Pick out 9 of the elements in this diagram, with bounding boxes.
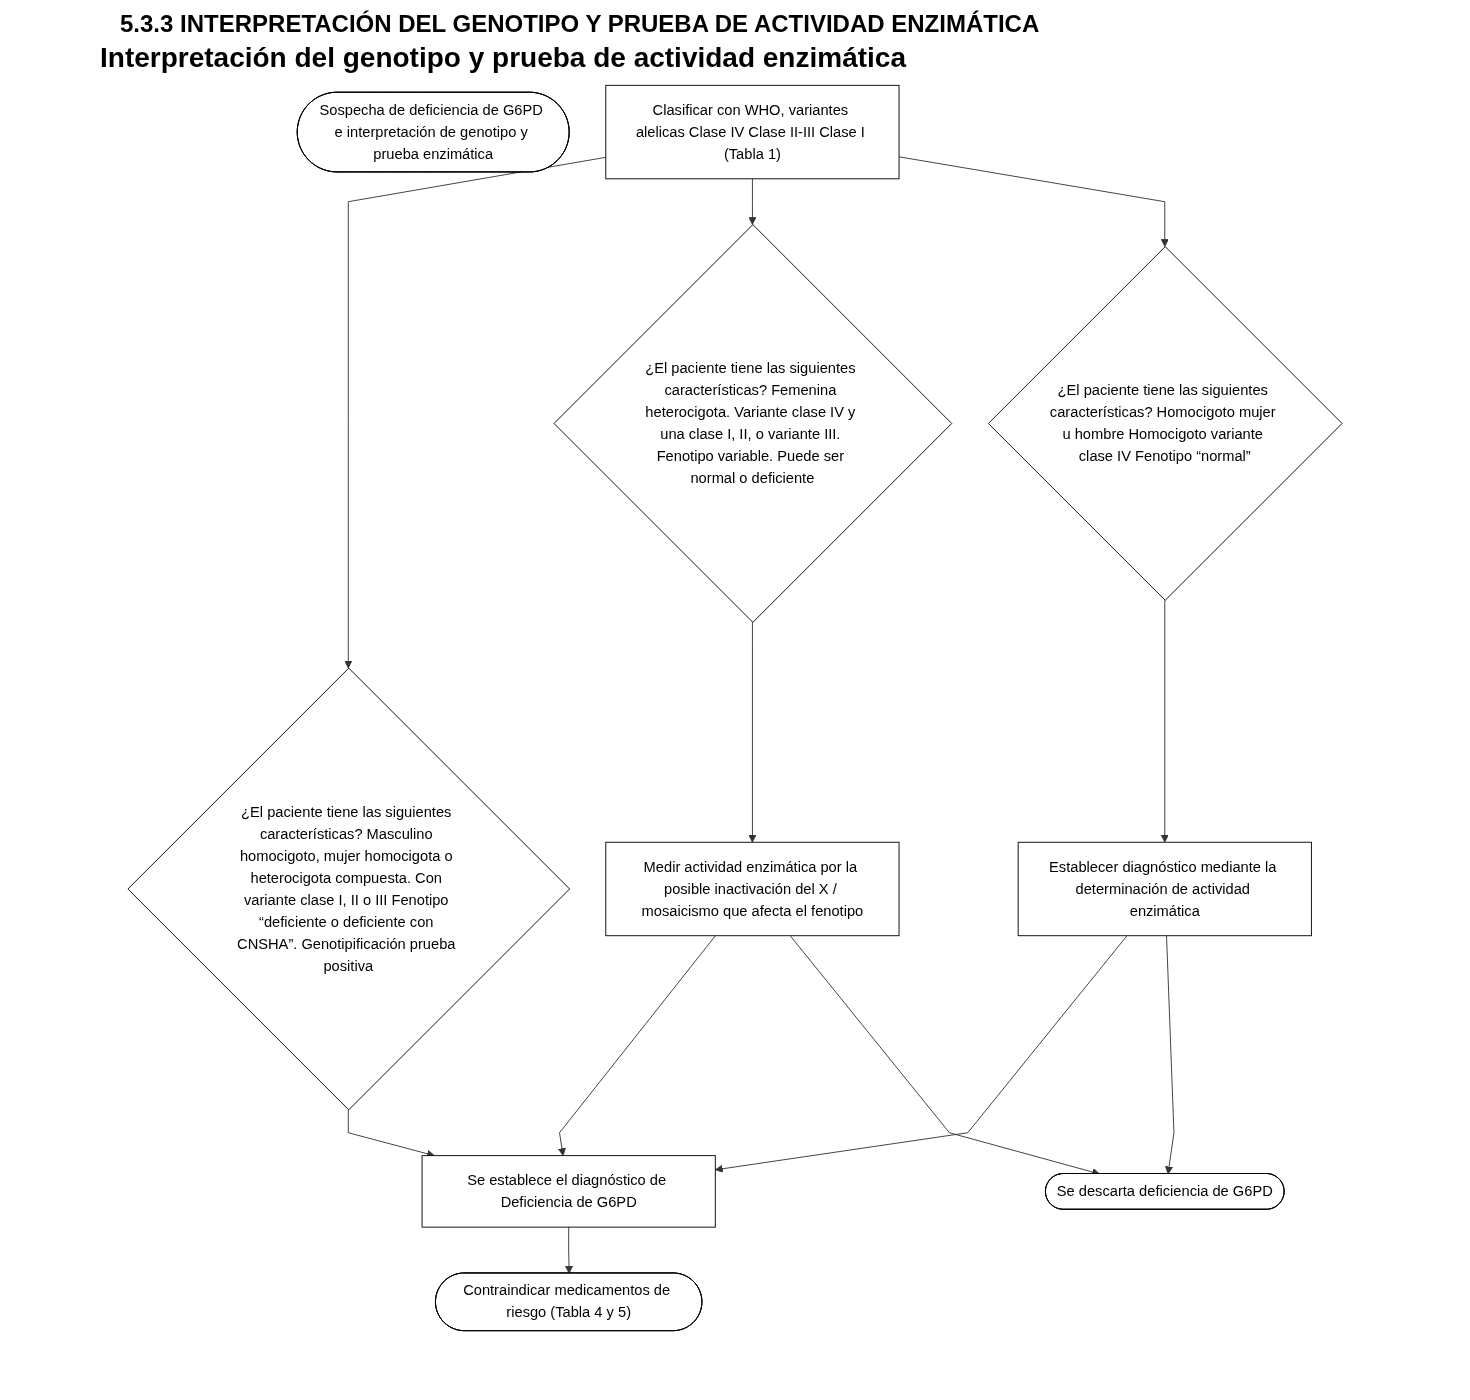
node-box: Se establece el diagnóstico de Deficiencia de G6PD <box>421 1155 716 1228</box>
node-box: Establecer diagnóstico mediante la determinación de actividad enzimática <box>1017 841 1312 937</box>
diagram-heading: Interpretación del genotipo y prueba de actividad enzimática <box>100 42 908 74</box>
node-diamond: ¿El paciente tiene las siguientes características? Masculino homocigoto, mujer homocigota o heterocigota compuesta. Con variante clase I, II o III Fenotipo “deficiente o deficiente con CNSHA”. Genotipificación prueba positiva <box>127 667 571 1111</box>
node-diamond: ¿El paciente tiene las siguientes características? Homocigoto mujer u hombre Homocigoto variante clase IV Fenotipo “normal” <box>987 246 1343 601</box>
section-heading: 5.3.3 INTERPRETACIÓN DEL GENOTIPO Y PRUEBA DE ACTIVIDAD ENZIMÁTICA <box>120 10 1041 38</box>
node-diamond: ¿El paciente tiene las siguientes características? Femenina heterocigota. Variante clase IV y una clase I, II, o variante III. Fenotipo variable. Puede ser normal o deficiente <box>553 224 953 623</box>
node-box: Medir actividad enzimática por la posible inactivación del X / mosaicismo que afecta el fenotipo <box>605 841 900 937</box>
node-box: Clasificar con WHO, variantes alelicas Clase IV Clase II-III Clase I (Tabla 1) <box>605 84 900 180</box>
